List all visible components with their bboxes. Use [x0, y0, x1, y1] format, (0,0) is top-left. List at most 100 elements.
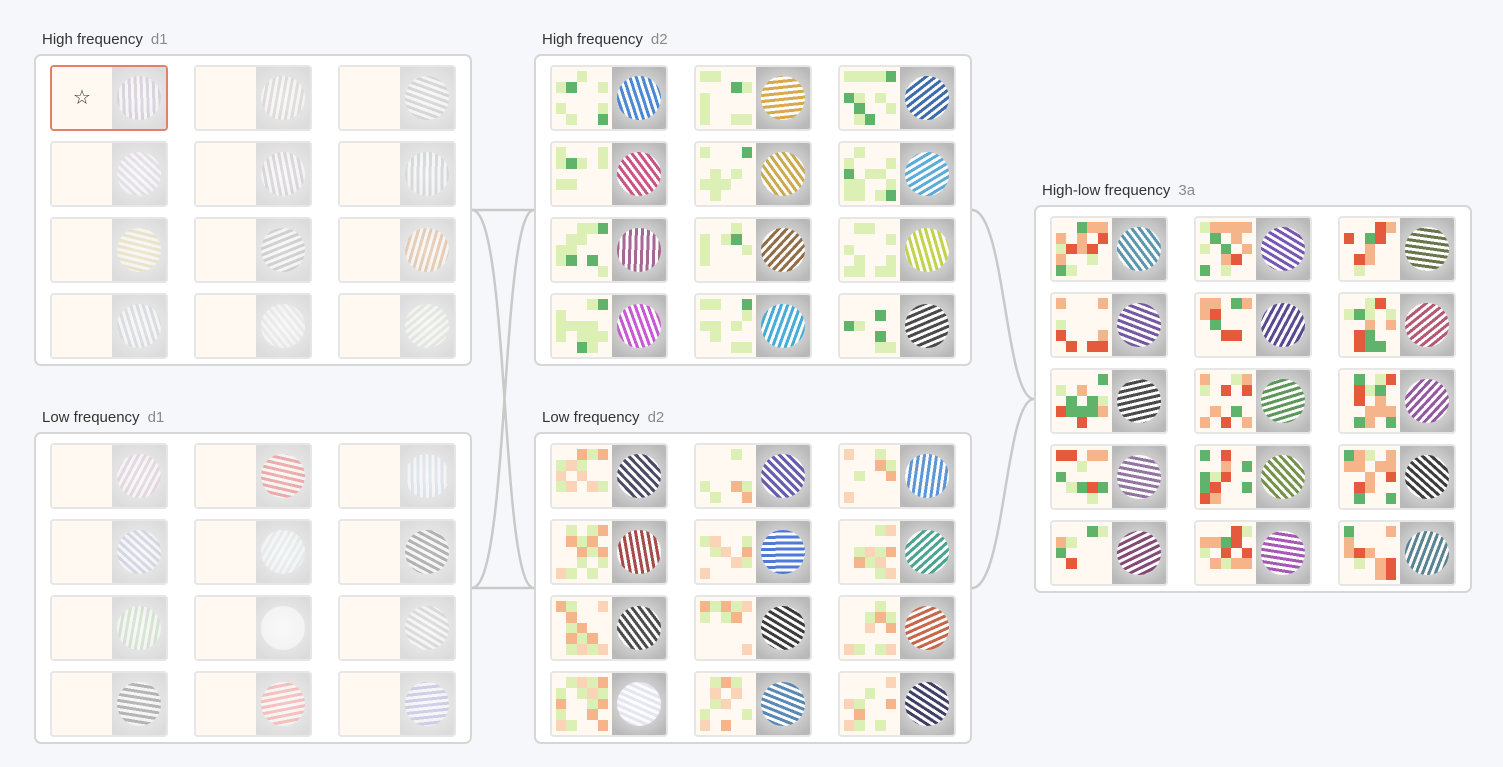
feature-card[interactable]: [194, 671, 312, 737]
weight-cell: [1344, 569, 1354, 580]
feature-card[interactable]: [194, 443, 312, 509]
feature-card[interactable]: [550, 443, 668, 509]
feature-card[interactable]: [838, 519, 956, 585]
weight-cell: [587, 71, 597, 82]
feature-card[interactable]: [1338, 368, 1456, 434]
weight-cell: [721, 536, 731, 547]
feature-card[interactable]: [838, 141, 956, 207]
feature-card[interactable]: [1050, 520, 1168, 586]
weight-cell: [1066, 243, 1077, 255]
weight-cell: [598, 179, 608, 190]
weight-cell: [587, 179, 597, 190]
weight-cell: [556, 331, 567, 343]
weight-cell: [1098, 244, 1108, 255]
feature-card[interactable]: [338, 443, 456, 509]
feature-card[interactable]: [694, 671, 812, 737]
feature-card[interactable]: [194, 293, 312, 359]
weight-cell: [597, 81, 608, 93]
feature-card[interactable]: [1050, 444, 1168, 510]
weight-cell: [844, 157, 855, 169]
feature-card[interactable]: [194, 65, 312, 131]
feature-card[interactable]: [338, 141, 456, 207]
weight-cell: [566, 547, 576, 558]
feature-card[interactable]: [838, 671, 956, 737]
weight-cell: [587, 255, 598, 267]
feature-card[interactable]: [1194, 444, 1312, 510]
weight-cell: [1386, 265, 1396, 276]
feature-card[interactable]: [694, 443, 812, 509]
feature-visualization: [112, 295, 166, 357]
feature-card[interactable]: [550, 217, 668, 283]
feature-card[interactable]: [838, 443, 956, 509]
feature-card[interactable]: [1194, 368, 1312, 434]
weight-cell: [597, 157, 608, 169]
feature-card[interactable]: [338, 65, 456, 131]
weight-cell: [844, 644, 855, 655]
feature-card[interactable]: [194, 217, 312, 283]
feature-card[interactable]: [1338, 520, 1456, 586]
feature-card[interactable]: [1194, 292, 1312, 358]
feature-card[interactable]: [338, 293, 456, 359]
feature-card-selected[interactable]: ☆: [50, 65, 168, 131]
weight-cell: [587, 612, 597, 623]
feature-card[interactable]: [1050, 292, 1168, 358]
star-icon[interactable]: ☆: [73, 87, 91, 109]
weight-cell: [885, 342, 896, 353]
feature-card[interactable]: [694, 293, 812, 359]
weight-cell: [1097, 341, 1108, 352]
weight-cell: [1210, 330, 1220, 341]
feature-card[interactable]: [1050, 368, 1168, 434]
feature-card[interactable]: [50, 217, 168, 283]
weight-cell: [885, 255, 896, 267]
feature-card[interactable]: [550, 141, 668, 207]
feature-card[interactable]: [694, 519, 812, 585]
feature-card[interactable]: [694, 141, 812, 207]
feature-card[interactable]: [694, 217, 812, 283]
feature-card[interactable]: [1050, 216, 1168, 282]
weight-cell: [1098, 309, 1108, 320]
feature-card[interactable]: [1194, 216, 1312, 282]
feature-card[interactable]: [338, 519, 456, 585]
weight-cell: [1056, 341, 1066, 352]
feature-card[interactable]: [550, 65, 668, 131]
feature-card[interactable]: [838, 293, 956, 359]
feature-card[interactable]: [50, 519, 168, 585]
feature-card[interactable]: [1338, 216, 1456, 282]
feature-card[interactable]: [194, 141, 312, 207]
feature-card[interactable]: [194, 595, 312, 661]
feature-card[interactable]: [50, 671, 168, 737]
feature-card[interactable]: [550, 519, 668, 585]
feature-card[interactable]: [838, 217, 956, 283]
feature-card[interactable]: [838, 65, 956, 131]
feature-card[interactable]: [550, 293, 668, 359]
feature-card[interactable]: [1194, 520, 1312, 586]
feature-card[interactable]: [838, 595, 956, 661]
weight-cell: [1365, 558, 1375, 569]
weight-cell: [576, 470, 588, 482]
feature-card[interactable]: [50, 595, 168, 661]
feature-card[interactable]: [694, 595, 812, 661]
feature-card[interactable]: [338, 671, 456, 737]
feature-card[interactable]: [50, 293, 168, 359]
feature-card[interactable]: [1338, 292, 1456, 358]
feature-card[interactable]: [1338, 444, 1456, 510]
weight-cell: [1077, 569, 1087, 580]
weight-cell: [566, 81, 577, 93]
weight-cell: [1385, 460, 1396, 472]
feature-card[interactable]: [550, 671, 668, 737]
feature-card[interactable]: [50, 141, 168, 207]
feature-card[interactable]: [694, 65, 812, 131]
weight-cell: [1242, 309, 1252, 320]
feature-card[interactable]: [338, 217, 456, 283]
weight-cell: [576, 557, 588, 569]
weight-cell: [1220, 558, 1232, 570]
feature-card[interactable]: [194, 519, 312, 585]
feature-visualization: [756, 673, 810, 735]
weight-cell: [741, 535, 752, 547]
feature-card[interactable]: [338, 595, 456, 661]
weight-cell: [710, 557, 720, 568]
feature-card[interactable]: [50, 443, 168, 509]
weight-cell: [1364, 341, 1376, 352]
weight-cell: [577, 179, 587, 190]
feature-card[interactable]: [550, 595, 668, 661]
